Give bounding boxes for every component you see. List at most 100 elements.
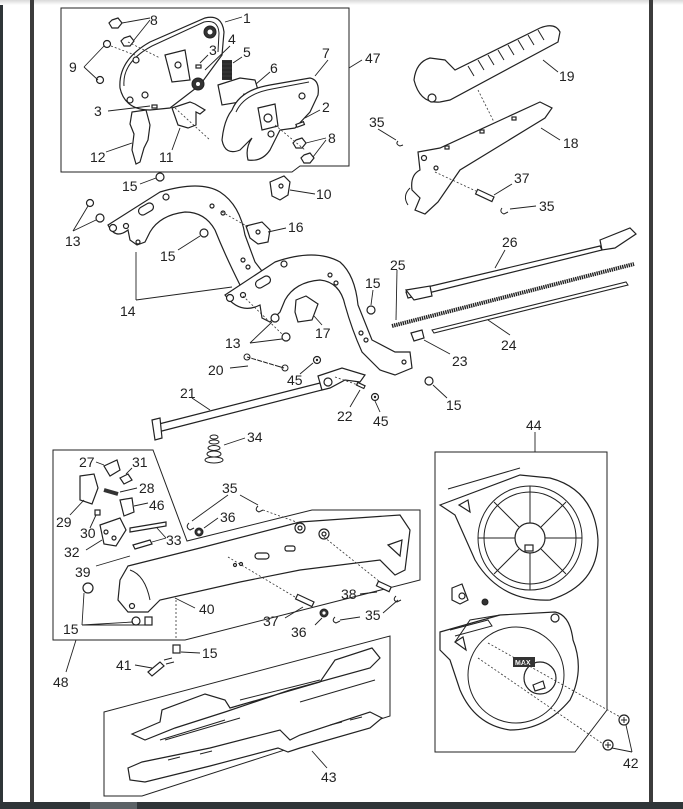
leader-36a xyxy=(203,517,219,529)
callout-31: 31 xyxy=(132,454,148,470)
leader-38 xyxy=(359,591,378,595)
part-44-reel-cover xyxy=(439,611,579,731)
part-29-lever xyxy=(79,473,99,505)
part-33-plate xyxy=(132,539,153,550)
callout-13b: 13 xyxy=(225,335,241,351)
callout-38: 38 xyxy=(341,586,357,602)
leader-29 xyxy=(69,499,85,516)
part-26-cutter-rod xyxy=(404,227,637,301)
callout-26: 26 xyxy=(502,234,518,250)
callout-6: 6 xyxy=(270,60,278,76)
leader-35a xyxy=(377,128,397,141)
callout-37a: 37 xyxy=(514,170,530,186)
washer-hole xyxy=(315,358,319,362)
leader-15c xyxy=(370,289,374,306)
leader-13a2 xyxy=(72,219,97,232)
horizontal-scrollbar-thumb[interactable] xyxy=(90,802,137,809)
leader-3b xyxy=(107,105,151,112)
leader-35d2 xyxy=(382,599,399,614)
reel-strip xyxy=(447,467,521,490)
part-18-handle xyxy=(404,101,553,215)
part-37-pin xyxy=(474,188,495,203)
leader-27 xyxy=(95,461,105,466)
leader-11 xyxy=(171,127,181,151)
callout-40: 40 xyxy=(199,601,215,617)
leader-17 xyxy=(313,315,323,326)
callout-15a: 15 xyxy=(122,178,138,194)
leader-37a xyxy=(493,183,513,196)
dashed-guide xyxy=(110,45,136,56)
dashed-guide xyxy=(487,642,623,719)
page-border-right xyxy=(649,0,653,803)
part-8-nut xyxy=(120,35,135,47)
assembly-48-box xyxy=(52,449,421,641)
bracket-hole xyxy=(278,183,284,189)
leader-48 xyxy=(65,639,77,673)
leader-41 xyxy=(134,664,153,669)
callout-44: 44 xyxy=(526,417,542,433)
leader-42 xyxy=(625,724,633,753)
leader-9 xyxy=(83,45,105,68)
part-43-guide-lower xyxy=(127,711,384,783)
leader-33 xyxy=(151,537,167,543)
part-40-base xyxy=(117,514,411,613)
callout-15d: 15 xyxy=(446,397,462,413)
part-44-spring xyxy=(481,598,489,606)
leader-42b xyxy=(611,747,633,753)
leader-15e2 xyxy=(81,621,134,626)
leader-26 xyxy=(494,249,506,269)
leader-36b xyxy=(314,617,323,626)
callout-1: 1 xyxy=(243,10,251,26)
leader-43 xyxy=(311,750,328,769)
callout-28: 28 xyxy=(139,480,155,496)
callout-8a: 8 xyxy=(150,12,158,28)
plate-hole xyxy=(111,535,117,541)
part-3-pin xyxy=(195,64,202,69)
callout-33: 33 xyxy=(166,532,182,548)
part-15-cap xyxy=(82,582,94,594)
part-9-bolt xyxy=(95,75,105,85)
part-17-latch xyxy=(294,295,319,323)
part-43-guide-upper xyxy=(130,647,381,741)
part-15-cap xyxy=(155,172,165,182)
callout-45a: 45 xyxy=(287,372,303,388)
part-3-pin xyxy=(151,104,158,109)
callout-15e: 15 xyxy=(63,621,79,637)
leader-47 xyxy=(348,59,363,69)
callout-4: 4 xyxy=(228,31,236,47)
callout-19: 19 xyxy=(559,68,575,84)
part-9-bolt xyxy=(102,39,112,49)
horizontal-scrollbar-track[interactable] xyxy=(0,802,683,809)
leader-32 xyxy=(85,539,103,551)
leader-8a2 xyxy=(133,19,151,41)
callout-10: 10 xyxy=(316,186,332,202)
leader-39 xyxy=(95,555,131,567)
part-19-grip xyxy=(413,25,561,103)
part-35-clip xyxy=(396,140,404,147)
part-15-screw xyxy=(131,616,141,626)
window-edge xyxy=(0,0,3,809)
part-13-screw xyxy=(270,313,280,323)
part-31-bracket xyxy=(119,473,133,485)
part-7-side-plate xyxy=(221,77,319,161)
callout-3a: 3 xyxy=(209,42,217,58)
leader-18 xyxy=(540,127,561,141)
callout-36a: 36 xyxy=(220,509,236,525)
leader-45a xyxy=(299,362,314,375)
leader-15f xyxy=(180,651,201,654)
callout-16: 16 xyxy=(288,219,304,235)
callout-48: 48 xyxy=(53,674,69,690)
bracket-hole xyxy=(255,229,261,235)
washer-hole xyxy=(373,395,377,399)
leader-22 xyxy=(349,389,361,408)
part-13-screw xyxy=(85,198,95,208)
leader-35d xyxy=(339,616,361,621)
callout-12: 12 xyxy=(90,149,106,165)
callout-23: 23 xyxy=(452,353,468,369)
part-8-nut xyxy=(292,137,307,149)
callout-46: 46 xyxy=(149,497,165,513)
callout-8b: 8 xyxy=(328,130,336,146)
leader-2 xyxy=(304,109,321,119)
part-44-reel-upper xyxy=(438,467,599,601)
callout-47: 47 xyxy=(365,50,381,66)
